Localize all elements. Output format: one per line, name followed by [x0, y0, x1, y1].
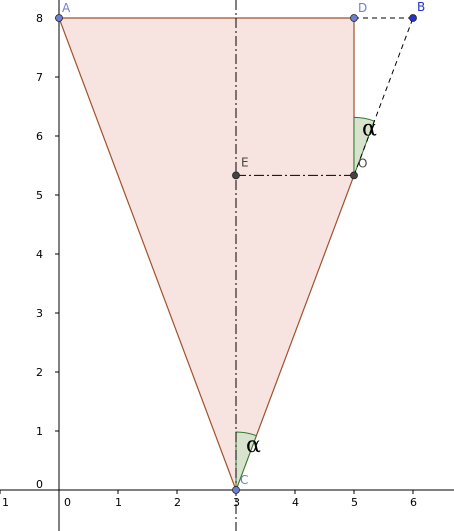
y-tick-label: 8 — [36, 12, 43, 25]
x-tick-label: 6 — [410, 496, 417, 509]
y-tick-label: 6 — [36, 130, 43, 143]
point-a[interactable] — [55, 14, 63, 22]
y-tick-label: 3 — [36, 307, 43, 320]
point-c[interactable] — [232, 486, 240, 494]
shapes-layer — [58, 0, 414, 531]
angle-label-o: α — [362, 116, 377, 141]
points-layer: A D B O E Cα α — [55, 0, 425, 494]
x-tick-label: 1 — [115, 496, 122, 509]
point-label-e: E — [241, 155, 249, 169]
point-label-d: D — [358, 1, 367, 15]
point-label-a: A — [62, 1, 71, 15]
y-tick-label: 5 — [36, 189, 43, 202]
y-tick-label: 1 — [36, 425, 43, 438]
point-d[interactable] — [350, 14, 358, 22]
x-tick-label: 0 — [64, 496, 71, 509]
segment-ob-dashed — [353, 17, 414, 176]
x-tick-label: 1 — [2, 496, 9, 509]
point-b[interactable] — [409, 14, 417, 22]
point-o[interactable] — [350, 171, 358, 180]
x-tick-label: 4 — [292, 496, 299, 509]
y-tick-label: 2 — [36, 366, 43, 379]
point-label-c: C — [240, 473, 248, 487]
point-label-o: O — [358, 156, 367, 170]
point-label-b: B — [417, 0, 425, 14]
x-tick-label: 2 — [174, 496, 181, 509]
angle-label-c: α — [246, 433, 261, 458]
triangle-polygon — [58, 17, 355, 492]
point-e[interactable] — [232, 171, 240, 180]
x-tick-label: 3 — [233, 496, 240, 509]
y-tick-label: 4 — [36, 248, 43, 261]
y-tick-label: 7 — [36, 71, 43, 84]
x-tick-label: 5 — [351, 496, 358, 509]
y-tick-label: 0 — [36, 478, 43, 491]
